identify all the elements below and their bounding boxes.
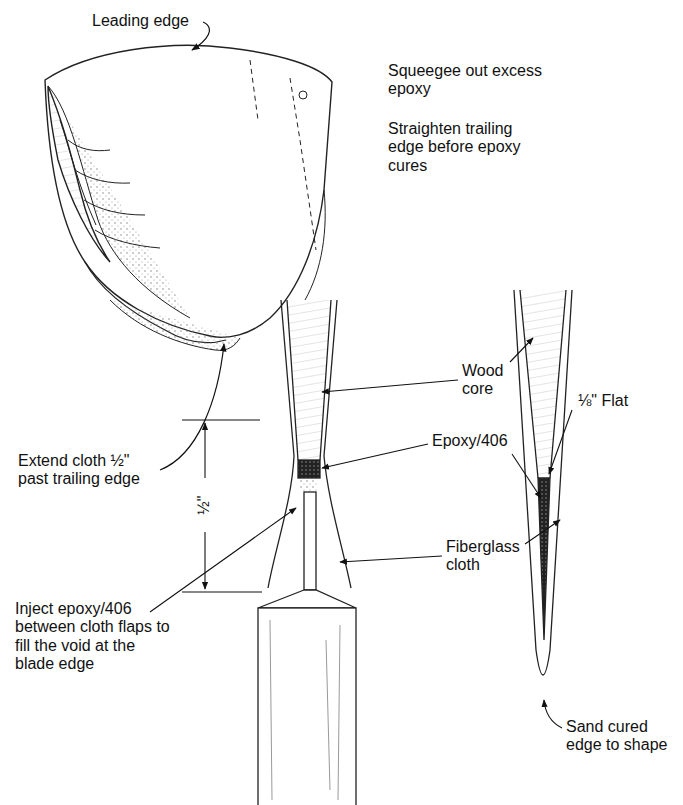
note: Inject epoxy/406 between cloth flaps to … [15, 600, 175, 674]
dimension-label: ½" [196, 495, 214, 514]
dimension-label: ⅛" Flat [578, 392, 668, 410]
section-before-sanding [258, 300, 356, 805]
note: Straighten trailing edge before epoxy cu… [388, 120, 538, 175]
part-label: Leading edge [92, 12, 212, 30]
section-after-sanding [514, 290, 572, 675]
note: Sand cured edge to shape [566, 718, 671, 755]
part-label: Fiberglass cloth [446, 538, 536, 575]
leader-line [160, 344, 224, 470]
note: Extend cloth ½" past trailing edge [18, 452, 158, 489]
leader-line [192, 22, 209, 50]
note: Squeegee out excess epoxy [388, 62, 558, 99]
leader-lines [150, 338, 572, 728]
part-label: Epoxy/406 [432, 432, 542, 450]
part-label: Wood core [462, 362, 522, 399]
dimension [182, 420, 262, 592]
